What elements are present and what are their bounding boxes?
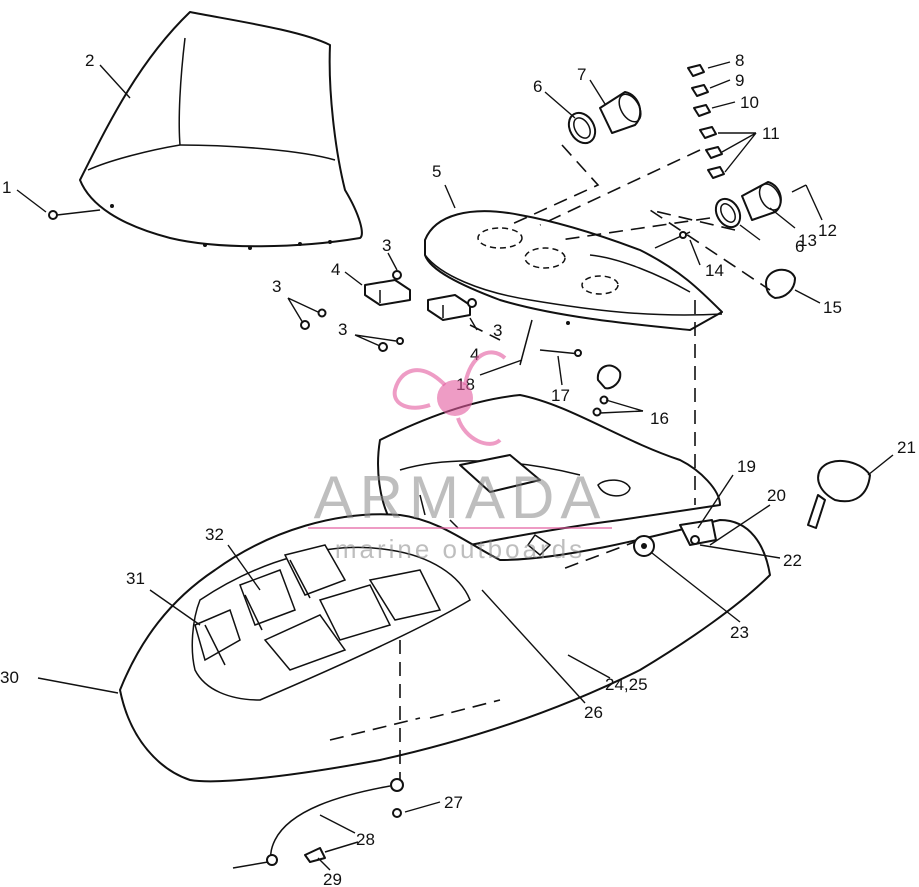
callout-8: 8 xyxy=(735,51,744,70)
instrument-console xyxy=(424,210,723,331)
bolt xyxy=(654,231,691,249)
watermark-tagline: marine outboards xyxy=(335,534,585,564)
callout-3: 3 xyxy=(338,320,347,339)
watermark: ARMADA marine outboards xyxy=(308,350,612,564)
mount-bracket-left xyxy=(364,279,411,306)
assembly-lines xyxy=(399,144,771,780)
callout-17: 17 xyxy=(551,386,570,405)
leader-lines xyxy=(16,61,894,871)
bulb-wire xyxy=(791,184,807,193)
callout-26: 26 xyxy=(584,703,603,722)
fastener xyxy=(390,778,404,818)
gauge-upper xyxy=(599,91,642,134)
cable-tip xyxy=(304,841,359,863)
pin xyxy=(539,349,582,357)
callout-labels: 1 2 3 3 3 3 4 4 5 6 6 7 8 9 10 11 12 13 … xyxy=(0,51,916,887)
callout-4: 4 xyxy=(470,345,479,364)
mirror xyxy=(807,459,871,529)
callout-6: 6 xyxy=(533,77,542,96)
callout-15: 15 xyxy=(823,298,842,317)
callout-28: 28 xyxy=(356,830,375,849)
watermark-brand: ARMADA xyxy=(314,464,607,531)
callout-7: 7 xyxy=(577,65,586,84)
callout-22: 22 xyxy=(783,551,802,570)
callout-24-25: 24,25 xyxy=(605,675,648,694)
gauge-ring-upper xyxy=(567,111,597,145)
gauge-sensor xyxy=(765,268,796,299)
callout-16: 16 xyxy=(650,409,669,428)
gauge-ring-lower xyxy=(714,197,742,229)
propeller-logo-icon xyxy=(392,350,507,446)
callout-21: 21 xyxy=(897,438,916,457)
callout-1: 1 xyxy=(2,178,11,197)
callout-4: 4 xyxy=(331,260,340,279)
mount-bracket-right xyxy=(427,294,471,321)
release-cable xyxy=(232,785,391,869)
vent-insert xyxy=(204,559,311,666)
callout-13: 13 xyxy=(798,231,817,250)
callout-12: 12 xyxy=(818,221,837,240)
callout-6: 6 xyxy=(795,237,804,256)
callout-11: 11 xyxy=(762,124,780,143)
windshield xyxy=(79,11,363,250)
callout-27: 27 xyxy=(444,793,463,812)
callout-2: 2 xyxy=(85,51,94,70)
callout-9: 9 xyxy=(735,71,744,90)
vent-grille xyxy=(194,544,442,671)
callout-23: 23 xyxy=(730,623,749,642)
nut-set xyxy=(300,270,477,352)
callout-30: 30 xyxy=(0,668,19,687)
callout-32: 32 xyxy=(205,525,224,544)
callout-5: 5 xyxy=(432,162,441,181)
indicator-lamps xyxy=(687,64,725,179)
callout-3: 3 xyxy=(272,277,281,296)
clip xyxy=(592,364,622,417)
callout-3: 3 xyxy=(493,321,502,340)
callout-19: 19 xyxy=(737,457,756,476)
callout-3: 3 xyxy=(382,236,391,255)
callout-14: 14 xyxy=(705,261,724,280)
cable-spring xyxy=(519,319,533,366)
callout-10: 10 xyxy=(740,93,759,112)
callout-31: 31 xyxy=(126,569,145,588)
callout-20: 20 xyxy=(767,486,786,505)
windshield-screw xyxy=(48,209,101,220)
callout-29: 29 xyxy=(323,870,342,887)
